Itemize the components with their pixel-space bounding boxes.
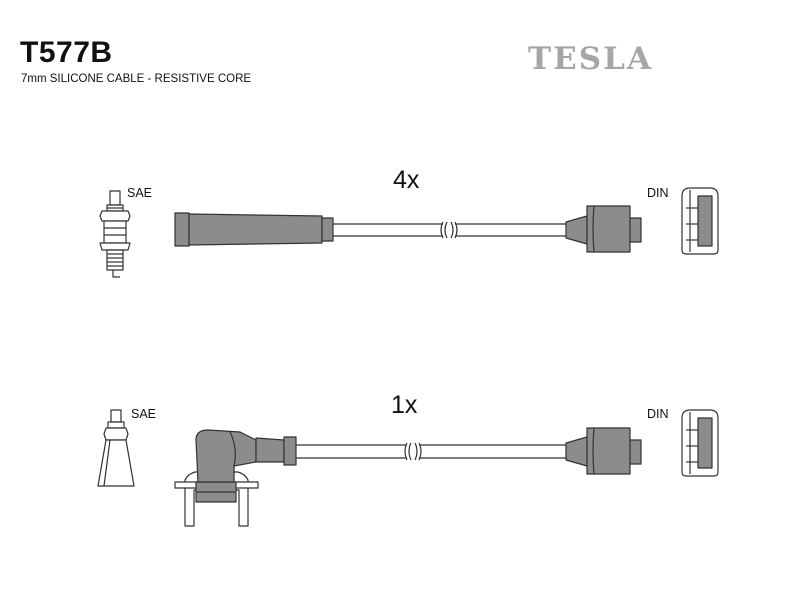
distributor-boot-top: [565, 205, 642, 253]
sae-label-bottom: SAE: [131, 407, 157, 421]
cable-description: 7mm SILICONE CABLE - RESISTIVE CORE: [21, 73, 252, 85]
quantity-label-bottom: 1x: [391, 391, 418, 419]
quantity-label-top: 4x: [393, 166, 420, 194]
din-terminal-bottom: [681, 409, 719, 477]
cable-bottom: [296, 442, 566, 461]
straight-boot-top: [174, 212, 334, 247]
spark-plug-cap-bottom: [97, 409, 135, 487]
cable-top: [333, 221, 566, 239]
din-terminal-top: [681, 187, 719, 255]
sae-label-top: SAE: [127, 186, 153, 200]
din-label-bottom: DIN: [647, 407, 669, 421]
din-label-top: DIN: [647, 186, 669, 200]
angled-boot-bottom: [174, 429, 297, 527]
spark-plug-top: [99, 190, 131, 278]
distributor-boot-bottom: [565, 427, 642, 475]
part-number: T577B: [20, 36, 113, 69]
brand-logo: TESLA: [528, 41, 653, 77]
